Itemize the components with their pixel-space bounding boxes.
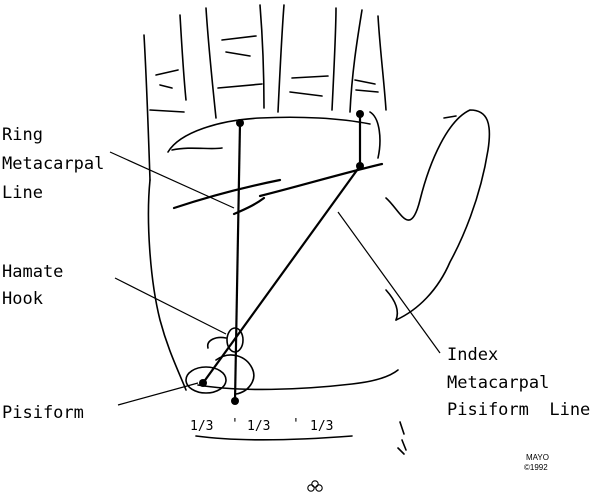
copyright-year: ©1992 <box>524 463 548 472</box>
hamate-hook-label: Hamate Hook <box>2 262 74 309</box>
clover-symbol-icon <box>308 481 322 491</box>
hand-outline <box>144 5 489 454</box>
third-label: 1/3 <box>190 419 213 434</box>
ring-metacarpal-label: Ring Metacarpal Line <box>2 125 115 203</box>
index-metacarpal-base-point <box>356 162 364 170</box>
index-metacarpal-pisiform-label: Index Metacarpal Pisiform Line <box>447 345 590 420</box>
copyright-org: MAYO <box>526 453 549 462</box>
measurement-lines <box>203 114 360 401</box>
ring-metacarpal-line <box>235 123 240 401</box>
third-label: 1/3 <box>310 419 333 434</box>
palmar-creases <box>174 164 382 214</box>
index-metacarpal-pisiform-line <box>203 166 360 383</box>
pisiform-point <box>199 379 207 387</box>
landmark-points <box>199 110 364 405</box>
third-divider: ' <box>231 417 239 432</box>
leader-lines <box>110 152 440 405</box>
index-metacarpal-head-point <box>356 110 364 118</box>
third-divider: ' <box>292 417 300 432</box>
thirds-scale: 1/3 ' 1/3 ' 1/3 <box>190 417 333 434</box>
third-label: 1/3 <box>247 419 270 434</box>
wrist-crease-point <box>231 397 239 405</box>
pisiform-label: Pisiform <box>2 403 84 423</box>
ring-metacarpal-head-point <box>236 119 244 127</box>
